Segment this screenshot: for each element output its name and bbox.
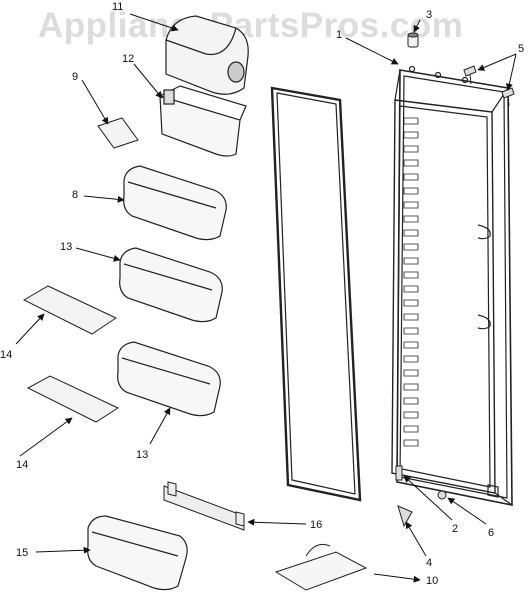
door-hardware-part (395, 465, 447, 528)
hinge-cap-part (407, 32, 419, 48)
bottom-bin-part (87, 515, 188, 591)
callout-label-8: 8 (72, 189, 78, 201)
door-bin-part-middle (119, 247, 223, 323)
callout-label-12: 12 (122, 53, 134, 65)
dairy-door-part (165, 15, 249, 95)
callout-label-5: 5 (518, 43, 524, 55)
callout-label-14-upper: 14 (0, 349, 12, 361)
shelf-tray-part-upper (22, 285, 118, 335)
callout-label-9: 9 (72, 71, 78, 83)
screw-part (463, 65, 515, 107)
callout-label-2: 2 (452, 523, 458, 535)
callout-labels: 11 12 9 8 13 14 14 13 15 16 10 1 3 5 2 6… (0, 1, 524, 587)
callout-label-16: 16 (310, 519, 322, 531)
callout-label-1: 1 (336, 29, 342, 41)
shelf-tray-part-lower (26, 375, 120, 423)
callout-label-4: 4 (426, 557, 432, 569)
callout-label-13-lower: 13 (136, 449, 148, 461)
callout-label-14-lower: 14 (16, 459, 28, 471)
dairy-bin-part (159, 85, 247, 157)
leader-lines (15, 13, 517, 583)
callout-label-15: 15 (16, 547, 28, 559)
door-bin-part-upper (123, 165, 227, 241)
small-tray-part (97, 117, 139, 149)
callout-label-13-upper: 13 (60, 241, 72, 253)
bin-bracket-part (163, 481, 245, 531)
door-bin-part-lower (117, 341, 221, 417)
door-gasket-part (270, 86, 362, 502)
watermark-text: AppliancePartsPros.com (38, 6, 464, 45)
callout-label-10: 10 (426, 575, 438, 587)
ice-tray-part (274, 543, 368, 591)
callout-label-11: 11 (112, 1, 123, 13)
callout-label-6: 6 (488, 527, 494, 539)
door-liner-part (391, 65, 513, 506)
callout-label-3: 3 (426, 9, 432, 21)
